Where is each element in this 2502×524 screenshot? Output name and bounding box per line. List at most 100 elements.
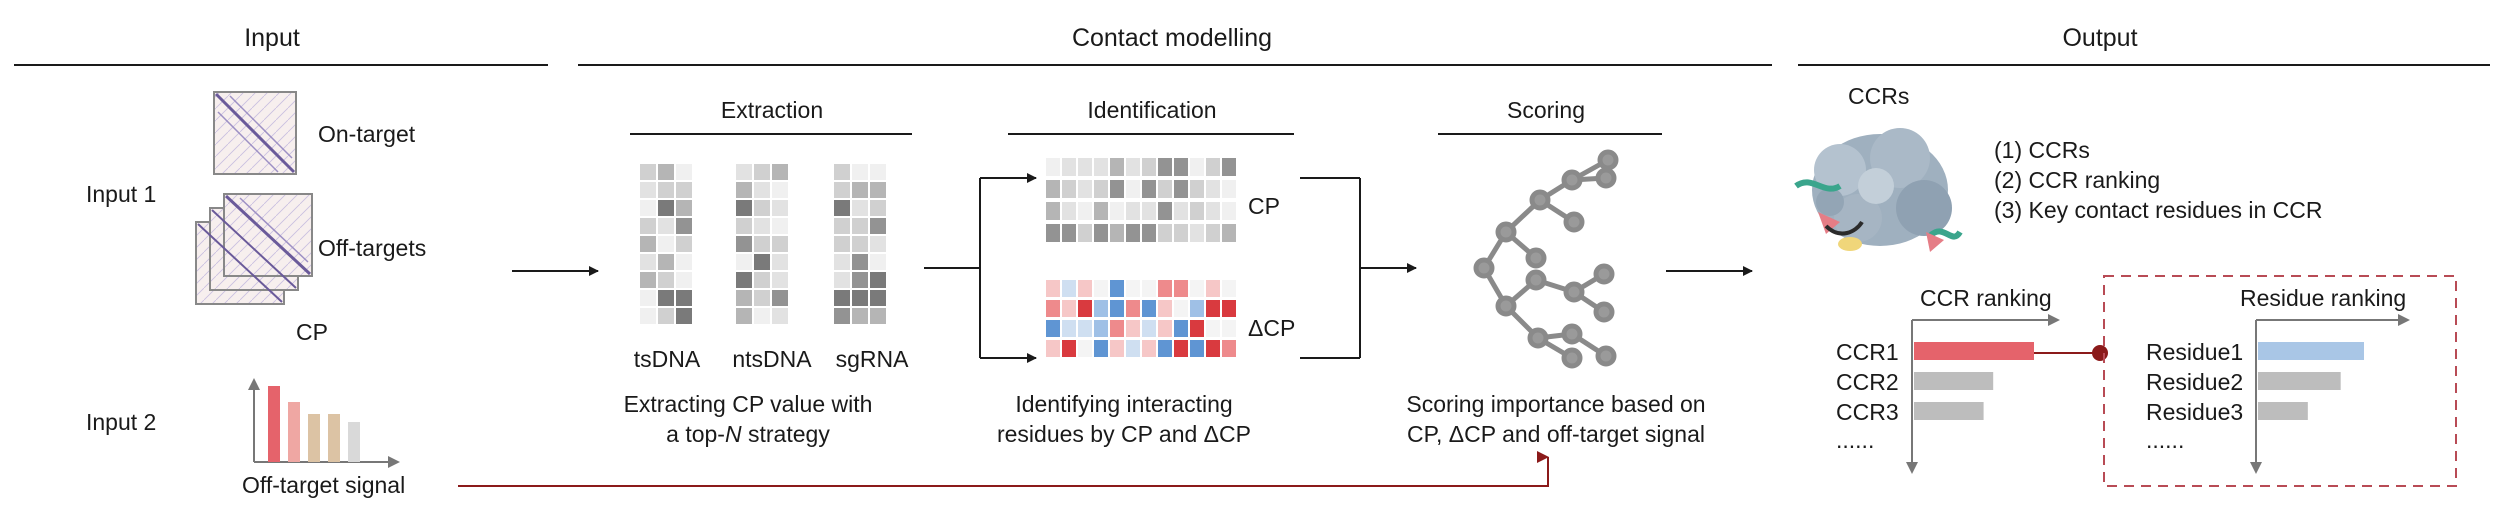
extraction-cell	[834, 308, 850, 324]
extraction-cell	[852, 308, 868, 324]
residue-ranking-axes	[2250, 314, 2410, 474]
extraction-cell	[754, 236, 770, 252]
ccr-ranking-item-2: CCR2	[1836, 369, 1899, 395]
delta-cp-matrix-cell	[1126, 320, 1140, 337]
extraction-cell	[754, 308, 770, 324]
delta-cp-matrix-cell	[1174, 300, 1188, 317]
extraction-cell	[870, 290, 886, 306]
extraction-cell	[640, 200, 656, 216]
ccr-bar-3	[1914, 402, 1984, 420]
extraction-cell	[736, 254, 752, 270]
off-targets-label: Off-targets	[318, 235, 426, 261]
section-title-contact-modelling: Contact modelling	[1072, 24, 1272, 52]
cp-matrix-cell	[1110, 202, 1124, 220]
extraction-cell	[658, 236, 674, 252]
extraction-cell	[658, 182, 674, 198]
cp-matrix-cell	[1062, 158, 1076, 176]
cp-matrix-cell	[1142, 224, 1156, 242]
output-list-item-1: (1) CCRs	[1994, 137, 2090, 163]
extraction-cell	[852, 182, 868, 198]
ccr-bar-2	[1914, 372, 1994, 390]
extraction-cell	[658, 254, 674, 270]
cp-matrix-cell	[1078, 202, 1092, 220]
residue-ranking-box	[2103, 275, 2457, 487]
delta-cp-matrix-cell	[1206, 340, 1220, 357]
scoring-caption-line2: CP, ΔCP and off-target signal	[1407, 421, 1705, 447]
cp-matrix-cell	[1046, 224, 1060, 242]
extraction-cell	[834, 290, 850, 306]
delta-cp-matrix-cell	[1222, 280, 1236, 297]
extraction-cell	[870, 254, 886, 270]
cp-matrix-cell	[1126, 202, 1140, 220]
ccr-ranking-axes	[1906, 314, 2060, 474]
extraction-cell	[852, 236, 868, 252]
extraction-cell	[676, 272, 692, 288]
identification-delta-cp-label: ΔCP	[1248, 315, 1295, 341]
delta-cp-matrix-cell	[1174, 280, 1188, 297]
extraction-cell	[754, 254, 770, 270]
signal-bar-4	[328, 414, 340, 462]
extraction-cell	[658, 308, 674, 324]
scoring-title: Scoring	[1507, 97, 1585, 123]
extraction-cell	[640, 236, 656, 252]
extraction-cell	[640, 290, 656, 306]
cp-matrix-cell	[1094, 180, 1108, 198]
cp-matrix-cell	[1142, 180, 1156, 198]
identification-title: Identification	[1087, 97, 1216, 123]
extraction-cell	[852, 290, 868, 306]
extraction-cell	[640, 164, 656, 180]
cp-matrix-cell	[1158, 158, 1172, 176]
delta-cp-matrix-cell	[1094, 300, 1108, 317]
extraction-caption-line1: Extracting CP value with	[624, 391, 873, 417]
cp-matrix-cell	[1142, 202, 1156, 220]
delta-cp-matrix-cell	[1062, 300, 1076, 317]
delta-cp-matrix-cell	[1094, 320, 1108, 337]
extraction-cell	[676, 308, 692, 324]
extraction-cell	[736, 308, 752, 324]
cp-matrix-cell	[1158, 224, 1172, 242]
section-title-input: Input	[244, 24, 300, 52]
cp-matrix-cell	[1078, 224, 1092, 242]
extraction-cell	[772, 200, 788, 216]
cp-matrix-cell	[1158, 202, 1172, 220]
extraction-cell	[772, 308, 788, 324]
extraction-cell	[676, 236, 692, 252]
delta-cp-matrix-cell	[1158, 320, 1172, 337]
off-target-signal-arrow	[458, 451, 1549, 487]
cp-matrix-cell	[1222, 202, 1236, 220]
delta-cp-matrix-cell	[1046, 280, 1060, 297]
delta-cp-matrix-cell	[1110, 340, 1124, 357]
identification-cp-label: CP	[1248, 193, 1280, 219]
cp-matrix-cell	[1110, 180, 1124, 198]
cp-matrix-cell	[1078, 158, 1092, 176]
ccr-ranking-title: CCR ranking	[1920, 285, 2052, 311]
delta-cp-matrix	[1046, 280, 1236, 357]
extraction-cell	[754, 272, 770, 288]
ccr-ranking-item-more: ......	[1836, 427, 1874, 453]
cp-matrix-cell	[1158, 180, 1172, 198]
cp-matrix-cell	[1222, 224, 1236, 242]
signal-bar-1	[268, 386, 280, 462]
cp-matrix-cell	[1222, 180, 1236, 198]
delta-cp-matrix-cell	[1046, 320, 1060, 337]
extraction-title: Extraction	[721, 97, 823, 123]
delta-cp-matrix-cell	[1110, 280, 1124, 297]
delta-cp-matrix-cell	[1078, 340, 1092, 357]
arrow-extraction-to-identification	[924, 173, 1037, 363]
delta-cp-matrix-cell	[1206, 320, 1220, 337]
off-target-signal-label: Off-target signal	[242, 472, 405, 498]
delta-cp-matrix-cell	[1222, 340, 1236, 357]
delta-cp-matrix-cell	[1206, 280, 1220, 297]
delta-cp-matrix-cell	[1062, 340, 1076, 357]
delta-cp-matrix-cell	[1078, 300, 1092, 317]
cp-matrix-cell	[1206, 224, 1220, 242]
extraction-cell	[736, 200, 752, 216]
extraction-cell	[870, 218, 886, 234]
extraction-cell	[870, 182, 886, 198]
extraction-cell	[754, 218, 770, 234]
residue-ranking-title: Residue ranking	[2240, 285, 2406, 311]
extraction-cell	[658, 200, 674, 216]
extraction-cell	[676, 218, 692, 234]
extraction-cell	[754, 290, 770, 306]
